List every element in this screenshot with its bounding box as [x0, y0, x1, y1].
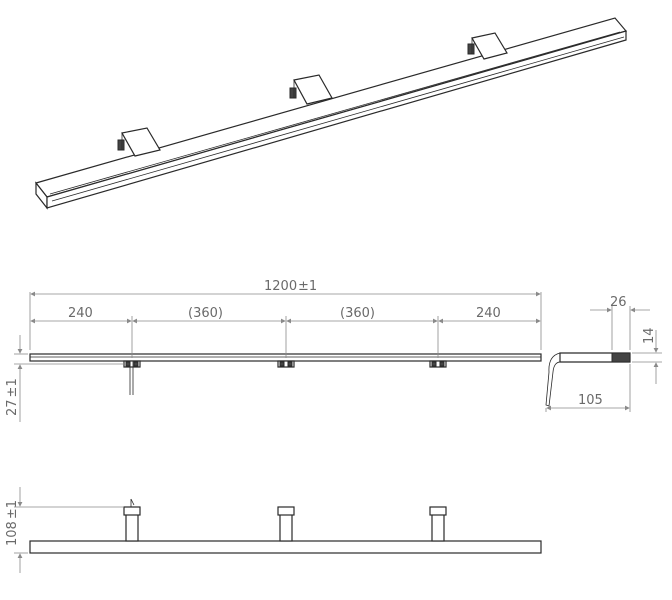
iso-bracket-left [117, 127, 161, 157]
overall-length-tolerance: ±1 [298, 279, 317, 294]
side-top-width-value: 26 [610, 295, 627, 310]
side-view: 26 14 105 [545, 295, 662, 412]
iso-bracket-middle [289, 74, 333, 105]
top-bracket-left [123, 498, 141, 542]
top-bar [29, 540, 542, 554]
top-bracket-right [429, 506, 447, 542]
front-bracket-middle [277, 360, 295, 368]
isometric-view [34, 17, 628, 210]
iso-bar-top [34, 17, 628, 198]
overall-length-value: 1200 [264, 279, 297, 294]
side-depth-value: 105 [578, 393, 603, 408]
front-bracket-right [429, 360, 447, 368]
top-view: 108±1 [5, 487, 542, 573]
front-bracket-left [123, 360, 141, 395]
front-bar [29, 353, 542, 362]
side-profile-arm [545, 352, 563, 407]
segment-right-value: 240 [476, 306, 501, 321]
segment-mid1-value: (360) [188, 306, 223, 321]
segment-mid2-value: (360) [340, 306, 375, 321]
iso-bracket-right [467, 32, 508, 60]
top-projection-value: 108±1 [5, 500, 20, 546]
drop-height-value: 27±1 [5, 378, 20, 416]
top-bracket-middle [277, 506, 295, 542]
segment-left-value: 240 [68, 306, 93, 321]
side-height-value: 14 [642, 327, 657, 344]
front-view: 1200 ±1 240 (360) (360) 240 27±1 [5, 279, 542, 422]
